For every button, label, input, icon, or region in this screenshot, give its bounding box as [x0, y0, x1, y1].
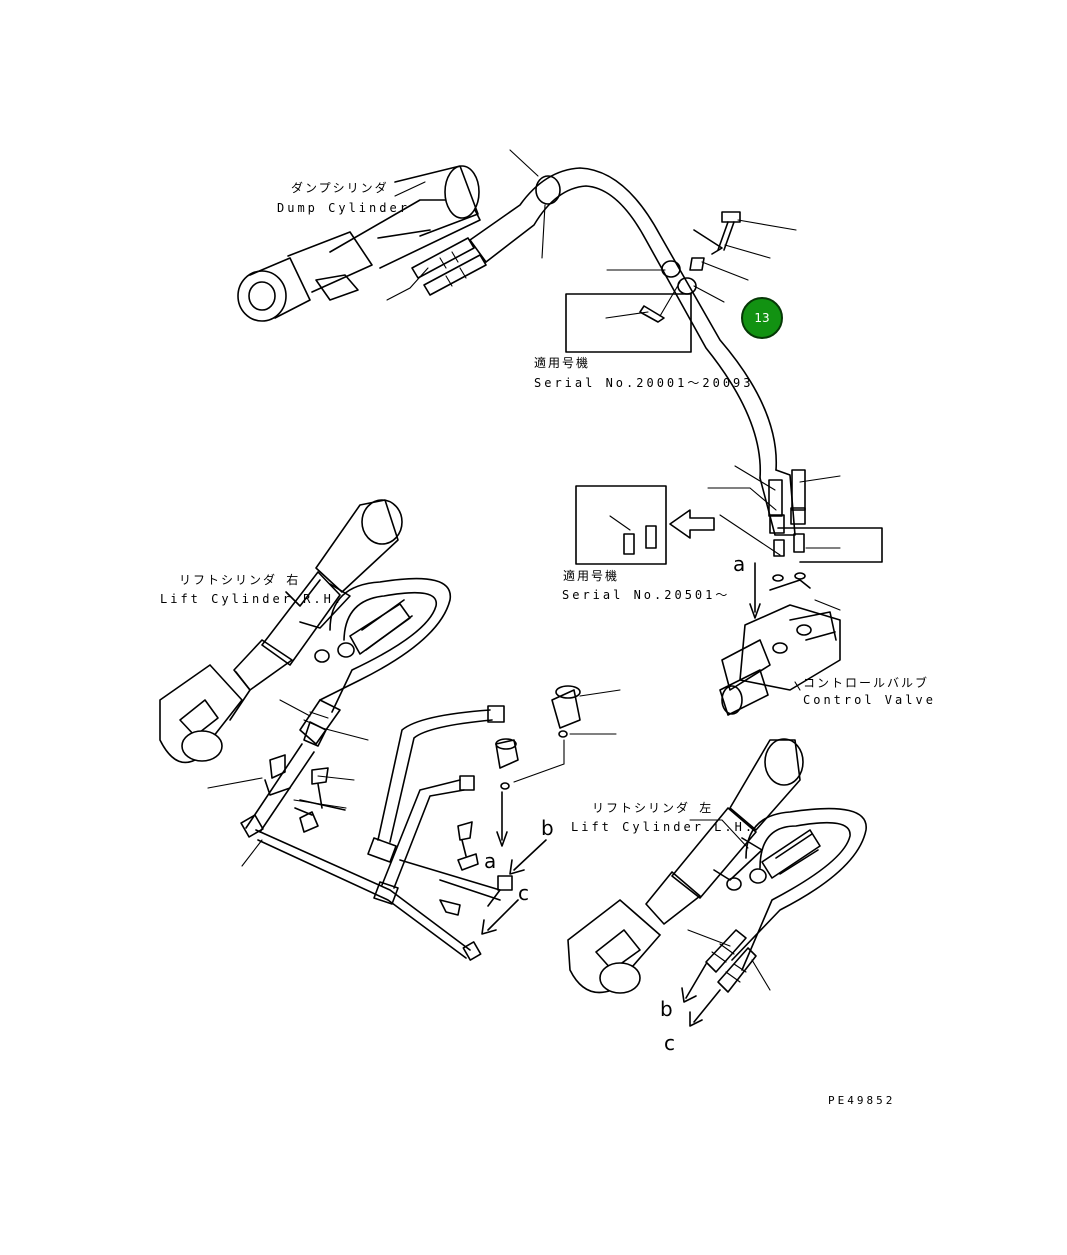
lift-lh-loop-hose	[681, 807, 867, 1027]
lift-cylinder-rh	[159, 499, 413, 764]
ref-letter-c-lower: c	[664, 1031, 675, 1055]
ref-letter-a-control-valve: a	[733, 552, 746, 576]
elbow-fittings	[495, 685, 621, 847]
top-leader-lines	[386, 149, 841, 556]
ref-letter-c-middle: c	[518, 881, 529, 905]
control-valve-label-en: Control Valve	[803, 693, 936, 707]
ref-letter-a-lower: a	[484, 849, 497, 873]
lift-rh-loop-hose	[299, 577, 451, 747]
lift-cylinder-rh-label-jp: リフトシリンダ 右	[179, 573, 301, 587]
lift-cylinder-rh-label-en: Lift Cylinder R.H.	[160, 592, 345, 606]
top-bolt-group	[689, 211, 741, 271]
serial-box-1	[565, 281, 692, 353]
serial-2-label-jp: 適用号機	[563, 569, 620, 583]
part-callout-badge[interactable]: 13	[741, 297, 783, 339]
ref-arrows-middle	[481, 839, 547, 935]
control-valve-label-jp: コントロールバルブ	[803, 676, 930, 690]
serial-box-2	[575, 485, 715, 565]
dump-cylinder	[237, 165, 481, 322]
dump-cylinder-label-en: Dump Cylinder	[277, 201, 410, 215]
ref-letter-b-lower: b	[660, 997, 673, 1021]
lift-cylinder-lh	[567, 738, 821, 994]
dump-cylinder-label-jp: ダンプシリンダ	[291, 181, 389, 195]
lift-cylinder-lh-label-jp: リフトシリンダ 左	[592, 801, 714, 815]
control-valve-assembly	[719, 527, 883, 716]
dump-hose-fittings	[411, 237, 487, 296]
serial-1-label-en: Serial No.20001～20093	[534, 376, 754, 390]
serial-1-label-jp: 適用号機	[534, 356, 591, 370]
lower-piping-assembly	[240, 705, 513, 961]
lift-rh-leader-lines	[207, 699, 369, 867]
lift-lh-leader-lines	[689, 819, 749, 849]
ref-letter-b-middle: b	[541, 816, 554, 840]
serial-2-label-en: Serial No.20501～	[562, 588, 731, 602]
lift-cylinder-lh-label-en: Lift Cylinder L.H.	[571, 820, 756, 834]
drawing-number: PE49852	[828, 1094, 896, 1107]
